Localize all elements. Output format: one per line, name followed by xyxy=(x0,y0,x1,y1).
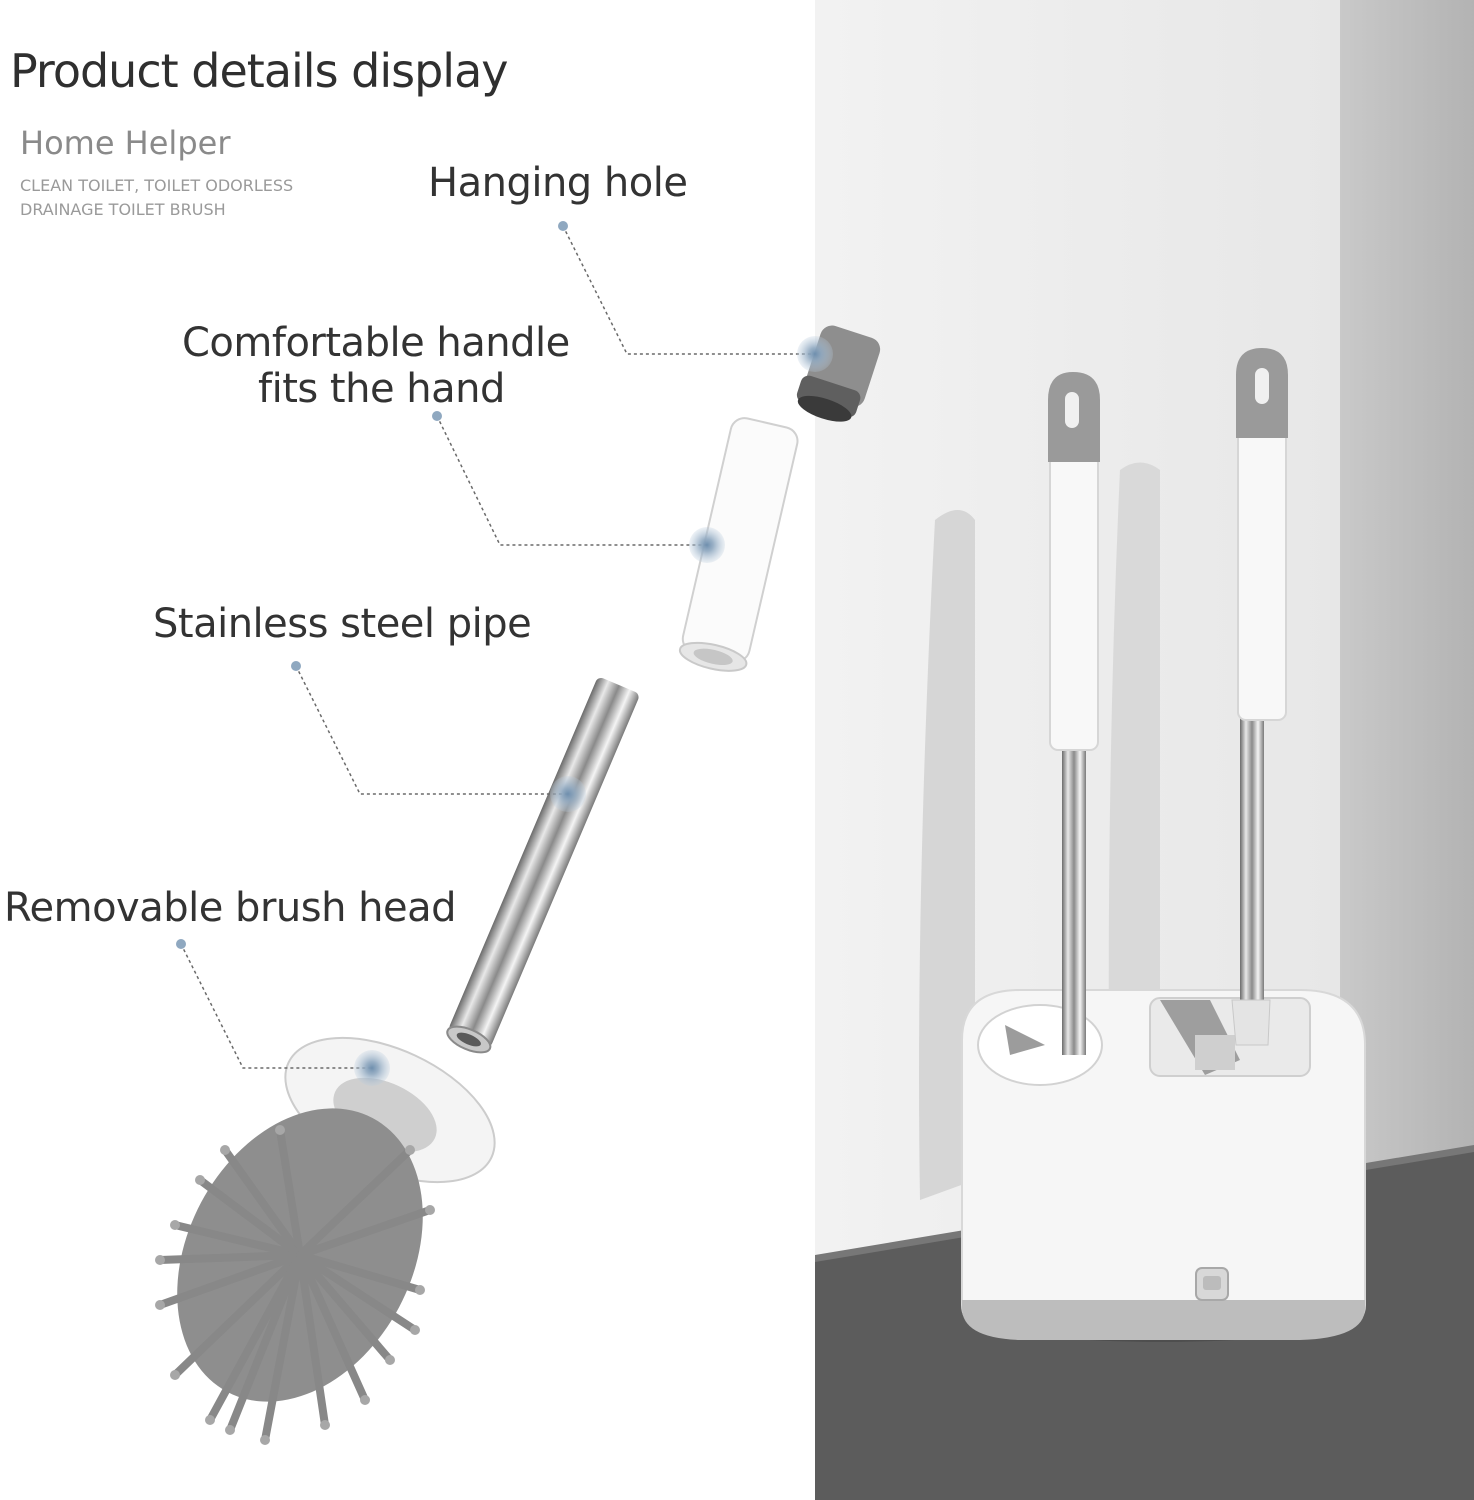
standing-brush-left xyxy=(1048,372,1100,1055)
brand-name: Home Helper xyxy=(20,124,231,162)
page-title: Product details display xyxy=(10,44,508,98)
handle-dot xyxy=(432,411,442,421)
hanging-hole-leader xyxy=(562,225,815,355)
brush-head-marker xyxy=(354,1050,390,1086)
brush-holder xyxy=(961,989,1366,1342)
callout-lines xyxy=(180,225,815,1069)
standing-brush-right xyxy=(1231,348,1288,1046)
wall-shadow-right xyxy=(1108,462,1160,1160)
steel-pipe-part xyxy=(446,677,639,1054)
subtitle-line-1: CLEAN TOILET, TOILET ODORLESS xyxy=(20,176,294,195)
pipe-dot xyxy=(291,661,301,671)
brush-head-dot xyxy=(176,939,186,949)
callout-handle-line-1: Comfortable handle xyxy=(182,320,570,366)
hanging-hole-marker xyxy=(797,336,833,372)
subtitle-line-2: DRAINAGE TOILET BRUSH xyxy=(20,200,226,219)
callout-dots xyxy=(176,221,568,949)
callout-hanging-hole: Hanging hole xyxy=(428,160,688,206)
handle-leader xyxy=(436,415,707,546)
callout-brush-head: Removable brush head xyxy=(4,885,457,931)
wall-corner-shade xyxy=(1340,0,1474,1210)
wall-shadow-left xyxy=(919,510,975,1200)
pipe-marker xyxy=(550,776,586,812)
handle-marker xyxy=(689,527,725,563)
brush-head-leader xyxy=(180,943,372,1069)
callout-markers xyxy=(354,336,833,1086)
hanging-hole-dot xyxy=(558,221,568,231)
callout-handle-line-2: fits the hand xyxy=(258,366,505,412)
pipe-leader xyxy=(295,665,568,795)
brush-head-part xyxy=(155,1036,496,1445)
callout-steel-pipe: Stainless steel pipe xyxy=(153,601,532,647)
